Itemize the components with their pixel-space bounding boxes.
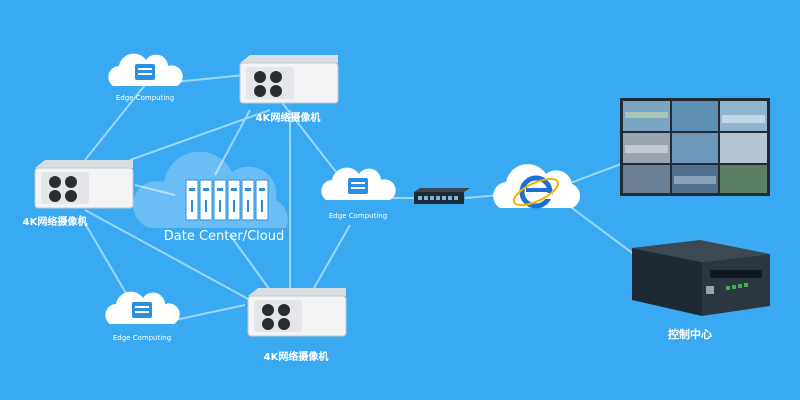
monitor-wall-icon: [620, 98, 770, 196]
camera-icon: [34, 160, 134, 209]
link-edgetop-camleft: [84, 84, 146, 161]
edge-computing-right-label: Edge Computing: [329, 212, 387, 220]
edge-computing-bottom: Edge Computing: [105, 291, 180, 342]
camera-top: 4K网络摄像机: [239, 55, 339, 124]
server-box-icon: [632, 240, 770, 316]
link-edgeright-cambottom: [309, 224, 351, 296]
link-camtop-datacenter: [214, 109, 251, 176]
edge-computing-top: Edge Computing: [108, 53, 183, 102]
data-center: Date Center/Cloud: [132, 151, 288, 244]
edge-computing-bottom-label: Edge Computing: [113, 334, 171, 342]
cloud-server-icon: [108, 53, 183, 86]
data-center-label: Date Center/Cloud: [164, 229, 284, 244]
link-camleft-datacenter: [134, 184, 176, 196]
link-datacenter-cambottom: [229, 234, 271, 291]
edge-computing-top-label: Edge Computing: [116, 94, 174, 102]
camera-left: 4K网络摄像机: [23, 160, 134, 228]
camera-bottom: 4K网络摄像机: [247, 288, 347, 363]
link-camleft-edgebottom: [79, 214, 131, 301]
edge-computing-right: Edge Computing: [321, 167, 396, 220]
link-edgebottom-cambottom: [174, 304, 246, 321]
link-camleft-camtop: [129, 109, 271, 161]
camera-icon: [239, 55, 339, 104]
cloud-server-icon: [105, 291, 180, 324]
internet-explorer-icon: [512, 175, 560, 209]
camera-icon: [247, 288, 347, 337]
camera-left-label: 4K网络摄像机: [23, 215, 88, 228]
camera-top-label: 4K网络摄像机: [256, 111, 321, 124]
network-switch-icon: [414, 188, 470, 204]
cloud-server-icon: [321, 167, 396, 200]
control-center-label: 控制中心: [668, 327, 712, 341]
camera-bottom-label: 4K网络摄像机: [264, 350, 329, 363]
internet-cloud: [493, 164, 580, 209]
database-cloud-icon: [132, 151, 288, 228]
link-camleft-cambottom: [84, 209, 251, 301]
monitor-tiles: [623, 101, 767, 193]
